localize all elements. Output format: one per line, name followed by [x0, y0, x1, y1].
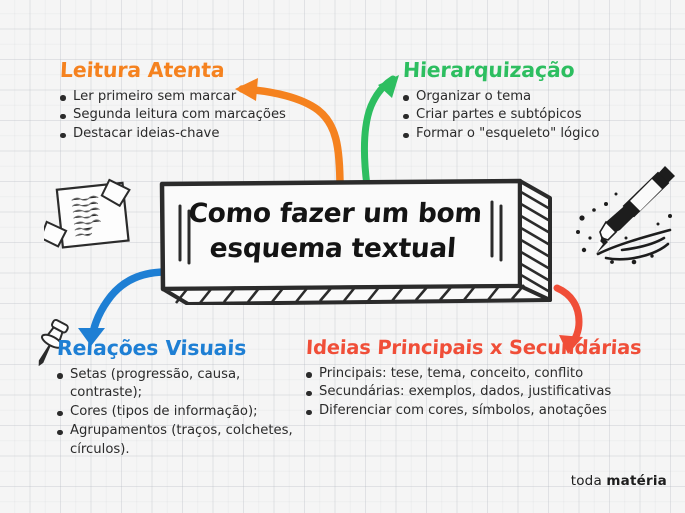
list-item: Formar o "esqueleto" lógico — [403, 125, 599, 144]
list-item: Cores (tipos de informação); — [57, 403, 307, 422]
list-item: Principais: tese, tema, conceito, confli… — [306, 365, 642, 384]
list-item: Segunda leitura com marcações — [60, 106, 286, 125]
section-heading: Leitura Atenta — [59, 58, 226, 82]
list-item: Agrupamentos (traços, colchetes, círculo… — [57, 422, 307, 460]
arrow-blue — [78, 268, 170, 346]
arrow-red — [553, 284, 583, 354]
main-title-banner: Como fazer um bom esquema textual — [158, 178, 556, 305]
section-list: Ler primeiro sem marcar Segunda leitura … — [60, 88, 286, 145]
section-list: Setas (progressão, causa, contraste); Co… — [57, 366, 307, 460]
list-item: Diferenciar com cores, símbolos, anotaçõ… — [306, 402, 642, 421]
section-list: Principais: tese, tema, conceito, confli… — [306, 365, 642, 422]
main-title: Como fazer um bom esquema textual — [156, 196, 513, 266]
section-list: Organizar o tema Criar partes e subtópic… — [403, 88, 599, 145]
banner-frame — [159, 178, 552, 305]
list-item: Organizar o tema — [403, 88, 599, 107]
list-item: Secundárias: exemplos, dados, justificat… — [306, 383, 642, 402]
section-hierarquizacao: Hierarquização Organizar o tema Criar pa… — [402, 58, 599, 145]
list-item: Ler primeiro sem marcar — [60, 88, 286, 107]
brand-logo: toda matéria — [571, 473, 667, 489]
logo-text-light: toda — [570, 473, 607, 489]
fountain-pen-icon — [576, 166, 675, 265]
note-paper-icon — [44, 178, 131, 249]
list-item: Criar partes e subtópicos — [403, 106, 599, 125]
arrow-orange — [235, 78, 344, 190]
logo-text-bold: matéria — [606, 473, 667, 489]
section-ideias-principais-secundarias: Ideias Principais x Secundárias Principa… — [305, 336, 643, 422]
arrow-green — [360, 75, 399, 188]
main-title-line-2: esquema textual — [208, 233, 457, 265]
section-heading: Ideias Principais x Secundárias — [305, 336, 643, 359]
push-pin-icon — [38, 318, 69, 367]
main-title-line-1: Como fazer um bom — [187, 198, 483, 229]
section-heading: Hierarquização — [402, 58, 576, 82]
section-relacoes-visuais: Relações Visuais Setas (progressão, caus… — [56, 336, 307, 460]
section-heading: Relações Visuais — [56, 336, 247, 360]
list-item: Destacar ideias-chave — [60, 125, 286, 144]
section-leitura-atenta: Leitura Atenta Ler primeiro sem marcar S… — [59, 58, 286, 145]
list-item: Setas (progressão, causa, contraste); — [57, 366, 307, 404]
